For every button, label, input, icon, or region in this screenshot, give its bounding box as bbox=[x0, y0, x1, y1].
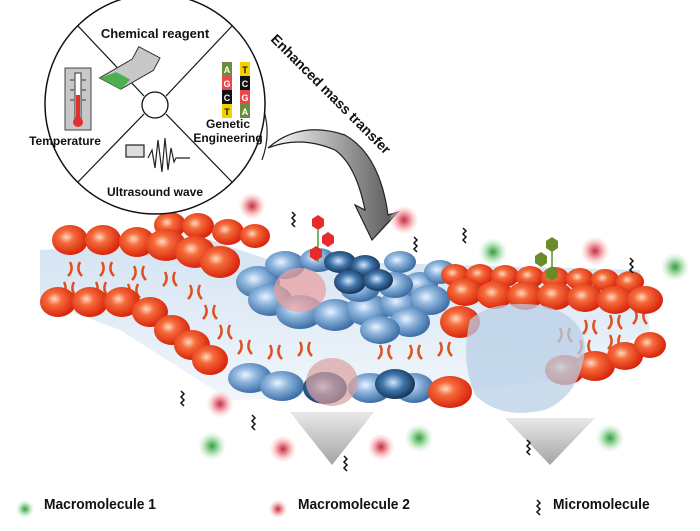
svg-text:G: G bbox=[241, 93, 248, 103]
macromolecules-2 bbox=[207, 193, 609, 462]
membrane-protein-pink-lower bbox=[306, 358, 358, 406]
transport-arrow-right bbox=[505, 418, 595, 465]
wheel-label-temperature: Temperature bbox=[29, 134, 101, 148]
svg-text:T: T bbox=[242, 65, 248, 75]
dna-icon: A G C T T C G A bbox=[222, 62, 250, 118]
wheel-label-ultrasound: Ultrasound wave bbox=[107, 185, 203, 199]
flask-icon bbox=[98, 46, 161, 90]
lipid-raft-blue bbox=[228, 248, 456, 406]
svg-text:G: G bbox=[223, 79, 230, 89]
channel-protein bbox=[466, 304, 585, 413]
methods-wheel: Chemical reagent Temperature Genetic Eng… bbox=[29, 0, 266, 215]
svg-text:C: C bbox=[242, 79, 249, 89]
macromolecule-1-icon bbox=[16, 500, 34, 518]
micromolecules bbox=[179, 211, 635, 472]
glycan-red bbox=[310, 215, 334, 262]
upper-leaflet-left bbox=[52, 212, 270, 278]
ultrasound-wave-icon bbox=[125, 137, 190, 173]
svg-text:C: C bbox=[224, 93, 231, 103]
wheel-label-genetic-1: Genetic bbox=[206, 117, 250, 131]
wheel-label-genetic-2: Engineering bbox=[193, 131, 262, 145]
transport-arrow-left bbox=[290, 412, 374, 465]
legend-micromolecule: Micromolecule bbox=[553, 496, 650, 513]
legend-macromolecule-1: Macromolecule 1 bbox=[44, 496, 156, 513]
macromolecule-2-icon bbox=[269, 500, 287, 518]
svg-text:A: A bbox=[224, 65, 231, 75]
svg-text:A: A bbox=[242, 107, 249, 117]
micromolecule-icon bbox=[535, 499, 542, 516]
legend-macromolecule-2: Macromolecule 2 bbox=[298, 496, 410, 513]
svg-text:T: T bbox=[224, 107, 230, 117]
macromolecules-1 bbox=[198, 238, 689, 460]
lower-leaflet-left bbox=[40, 287, 228, 375]
membrane-protein-pink bbox=[274, 268, 326, 312]
thermometer-icon bbox=[64, 67, 92, 131]
glycan-green bbox=[535, 237, 558, 281]
wheel-label-chemical: Chemical reagent bbox=[101, 26, 210, 41]
